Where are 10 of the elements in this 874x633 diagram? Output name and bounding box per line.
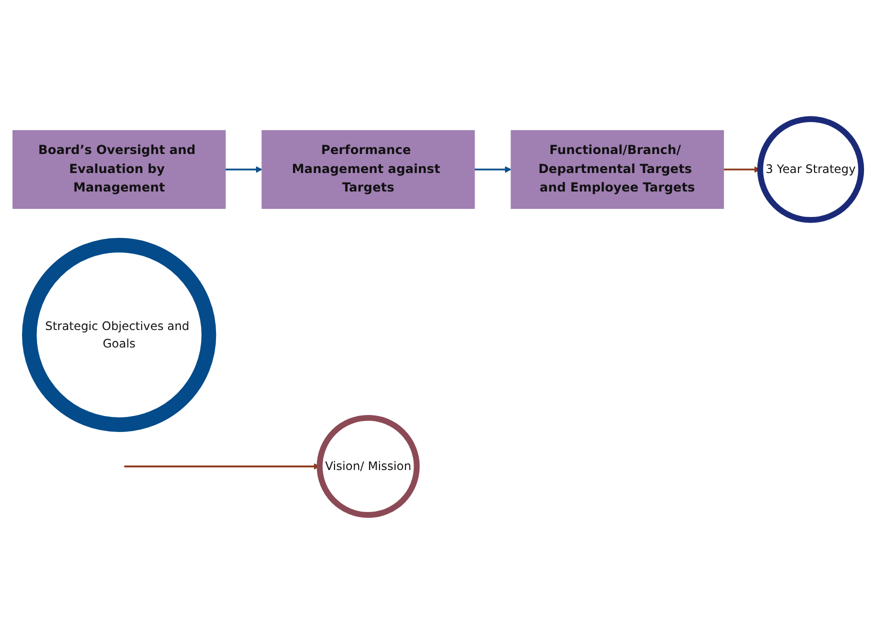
node-box: Functional/Branch/ Departmental Targets and Employee Targets xyxy=(510,130,724,208)
node-box: Board’s Oversight and Evaluation by Management xyxy=(12,130,226,208)
arrow xyxy=(225,166,262,172)
node-circle: Strategic Objectives and Goals xyxy=(22,237,216,432)
arrow xyxy=(724,166,760,172)
node-circle: 3 Year Strategy xyxy=(757,116,864,222)
node-box: Performance Management against Targets xyxy=(262,130,475,208)
node-circle: Vision/ Mission xyxy=(316,414,420,518)
arrow xyxy=(474,166,512,172)
arrow xyxy=(124,462,320,470)
